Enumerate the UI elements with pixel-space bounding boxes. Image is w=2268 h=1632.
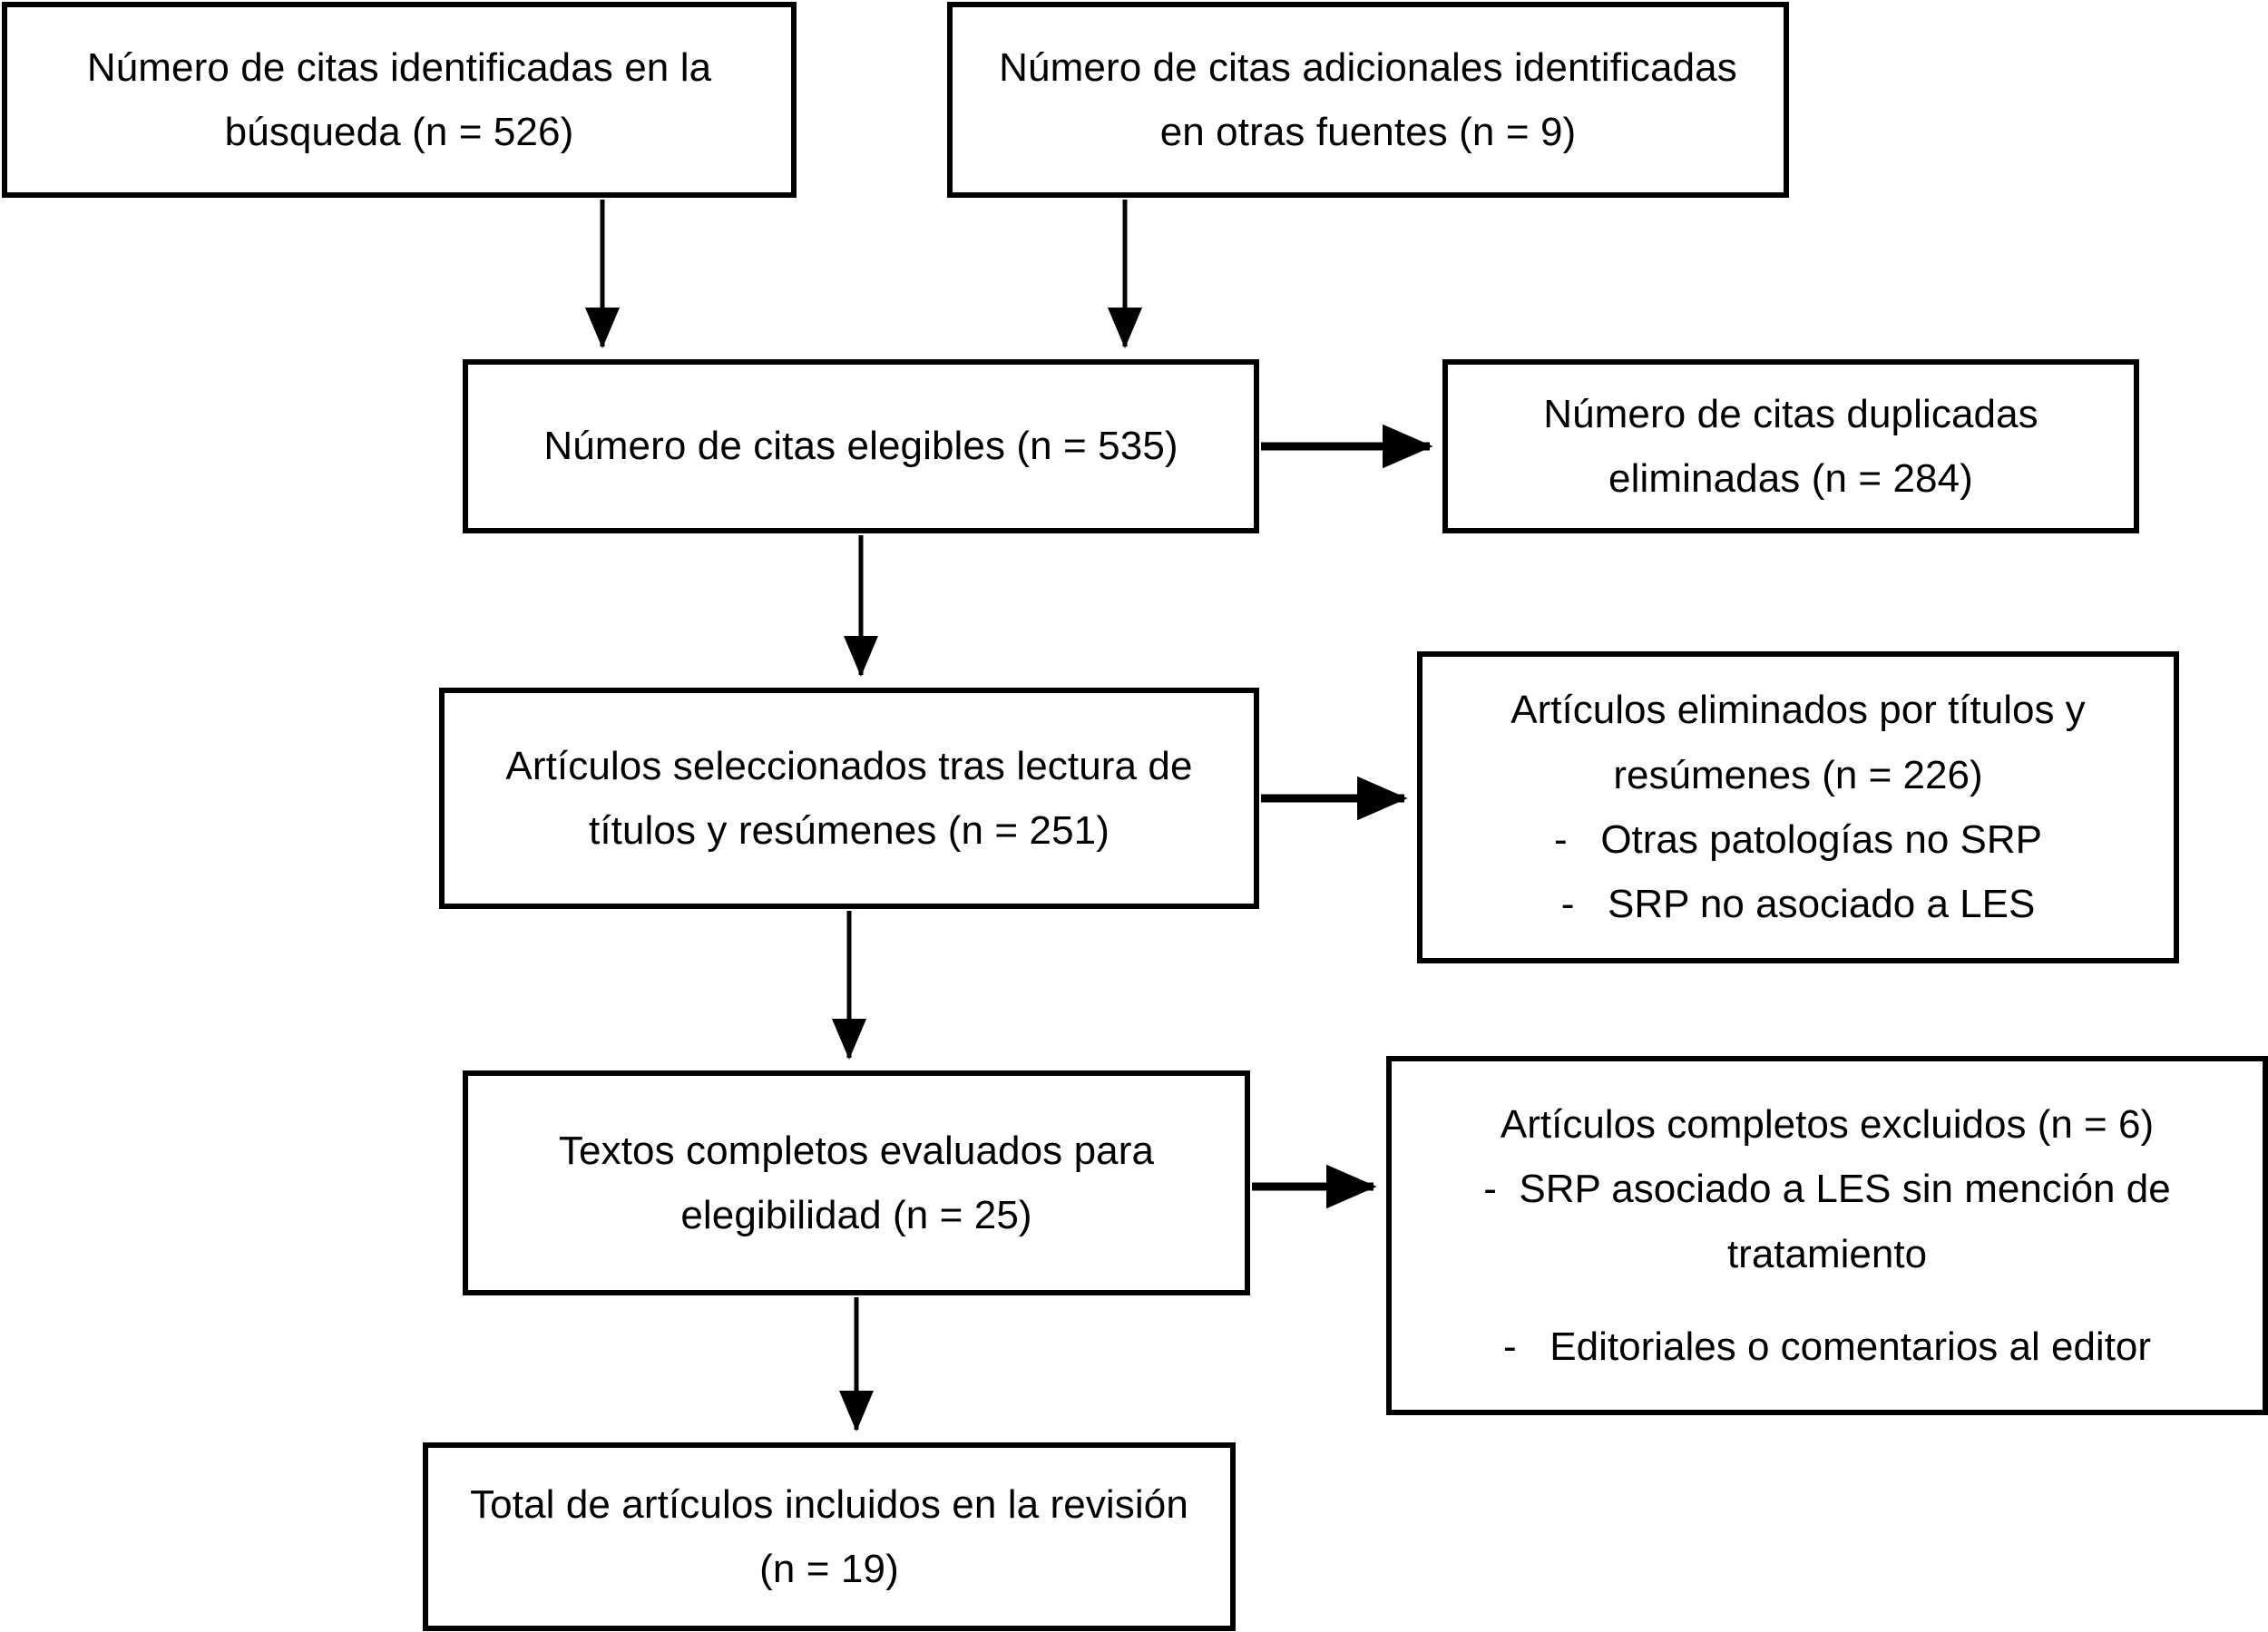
box-excluded-ta-lead: Artículos eliminados por títulos y resúm… bbox=[1510, 688, 2086, 797]
list-item-label: Editoriales o comentarios al editor bbox=[1549, 1324, 2152, 1369]
list-item: - SRP no asociado a LES bbox=[1446, 872, 2150, 936]
box-articulos-seleccionados: Artículos seleccionados tras lectura de … bbox=[439, 688, 1259, 909]
list-item-label: SRP asociado a LES sin mención de tratam… bbox=[1519, 1167, 2171, 1276]
box-total-articulos-incluidos: Total de artículos incluidos en la revis… bbox=[423, 1442, 1236, 1631]
list-item-label: Otras patologías no SRP bbox=[1600, 817, 2043, 862]
list-item: - Editoriales o comentarios al editor bbox=[1415, 1314, 2239, 1379]
box-citas-adicionales: Número de citas adicionales identificada… bbox=[947, 2, 1789, 198]
box-additional-label: Número de citas adicionales identificada… bbox=[999, 44, 1737, 154]
box-excluded-ta-bullets: - Otras patologías no SRP - SRP no asoci… bbox=[1446, 807, 2150, 937]
list-item-label: SRP no asociado a LES bbox=[1608, 882, 2036, 927]
bullet-marker: - bbox=[1502, 1324, 1517, 1369]
box-eligible-label: Número de citas elegibles (n = 535) bbox=[543, 424, 1178, 469]
box-identified-label: Número de citas identificadas en la búsq… bbox=[86, 44, 712, 154]
box-duplicates-label: Número de citas duplicadas eliminadas (n… bbox=[1543, 391, 2038, 501]
box-citas-identificadas: Número de citas identificadas en la búsq… bbox=[2, 2, 797, 198]
box-articulos-eliminados-titulos-resumenes: Artículos eliminados por títulos y resúm… bbox=[1417, 651, 2179, 963]
box-citas-duplicadas-eliminadas: Número de citas duplicadas eliminadas (n… bbox=[1442, 359, 2139, 533]
box-textos-completos-evaluados: Textos completos evaluados para elegibil… bbox=[463, 1070, 1250, 1295]
box-articulos-completos-excluidos: Artículos completos excluidos (n = 6) - … bbox=[1386, 1056, 2268, 1415]
box-screened-label: Artículos seleccionados tras lectura de … bbox=[505, 743, 1193, 853]
box-included-label: Total de artículos incluidos en la revis… bbox=[470, 1481, 1188, 1591]
list-item: - SRP asociado a LES sin mención de trat… bbox=[1415, 1157, 2239, 1286]
box-excluded-ft-bullets: - SRP asociado a LES sin mención de trat… bbox=[1415, 1157, 2239, 1379]
box-excluded-ft-lead: Artículos completos excluidos (n = 6) bbox=[1500, 1102, 2155, 1148]
bullet-marker: - bbox=[1483, 1167, 1497, 1212]
list-item: - Otras patologías no SRP bbox=[1446, 807, 2150, 872]
bullet-marker: - bbox=[1560, 882, 1575, 927]
bullet-marker: - bbox=[1553, 817, 1568, 862]
box-fulltext-label: Textos completos evaluados para elegibil… bbox=[558, 1128, 1155, 1237]
box-citas-elegibles: Número de citas elegibles (n = 535) bbox=[463, 359, 1259, 533]
